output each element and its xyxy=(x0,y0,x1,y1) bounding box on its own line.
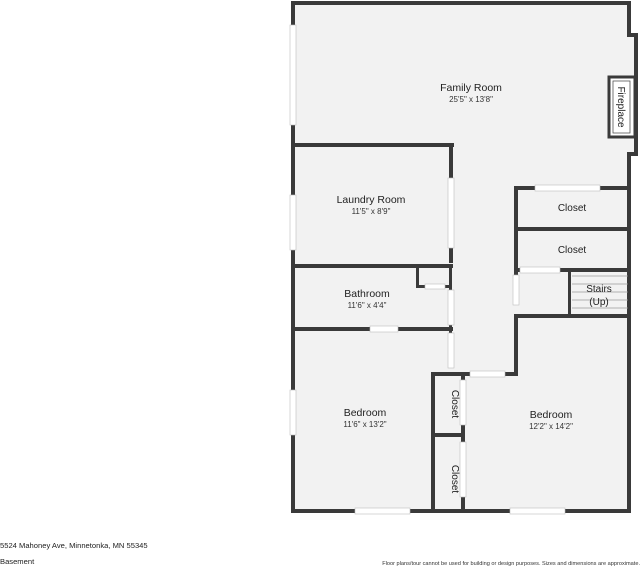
laundry-room-label: Laundry Room xyxy=(337,194,406,206)
bathroom-dims: 11'6" x 4'4" xyxy=(348,301,387,310)
property-address: 5524 Mahoney Ave, Minnetonka, MN 55345 xyxy=(0,541,148,550)
windows-and-openings xyxy=(289,24,601,515)
closet-hall-lower-label: Closet xyxy=(449,465,460,494)
bedroom-right-dims: 12'2" x 14'2" xyxy=(529,422,573,431)
closet-middle-label: Closet xyxy=(558,245,587,256)
floor-level-label: Basement xyxy=(0,557,35,566)
stairs-direction-label: (Up) xyxy=(589,297,608,308)
bedroom-right-label: Bedroom xyxy=(530,409,573,421)
fireplace xyxy=(607,75,637,139)
fireplace-label: Fireplace xyxy=(615,86,626,128)
bedroom-left-label: Bedroom xyxy=(344,407,387,419)
disclaimer-text: Floor plans/tour cannot be used for buil… xyxy=(382,561,640,567)
closet-hall-upper-label: Closet xyxy=(449,390,460,419)
stairs-treads xyxy=(572,275,628,309)
floor-area xyxy=(293,3,636,510)
stairs-label: Stairs xyxy=(586,284,612,295)
family-room-dims: 25'5" x 13'8" xyxy=(449,95,493,104)
bedroom-left-dims: 11'6" x 13'2" xyxy=(343,420,386,429)
family-room-label: Family Room xyxy=(440,82,502,94)
bathroom-label: Bathroom xyxy=(344,288,390,300)
laundry-room-dims: 11'5" x 8'9" xyxy=(352,207,391,216)
closet-upper-label: Closet xyxy=(558,203,587,214)
